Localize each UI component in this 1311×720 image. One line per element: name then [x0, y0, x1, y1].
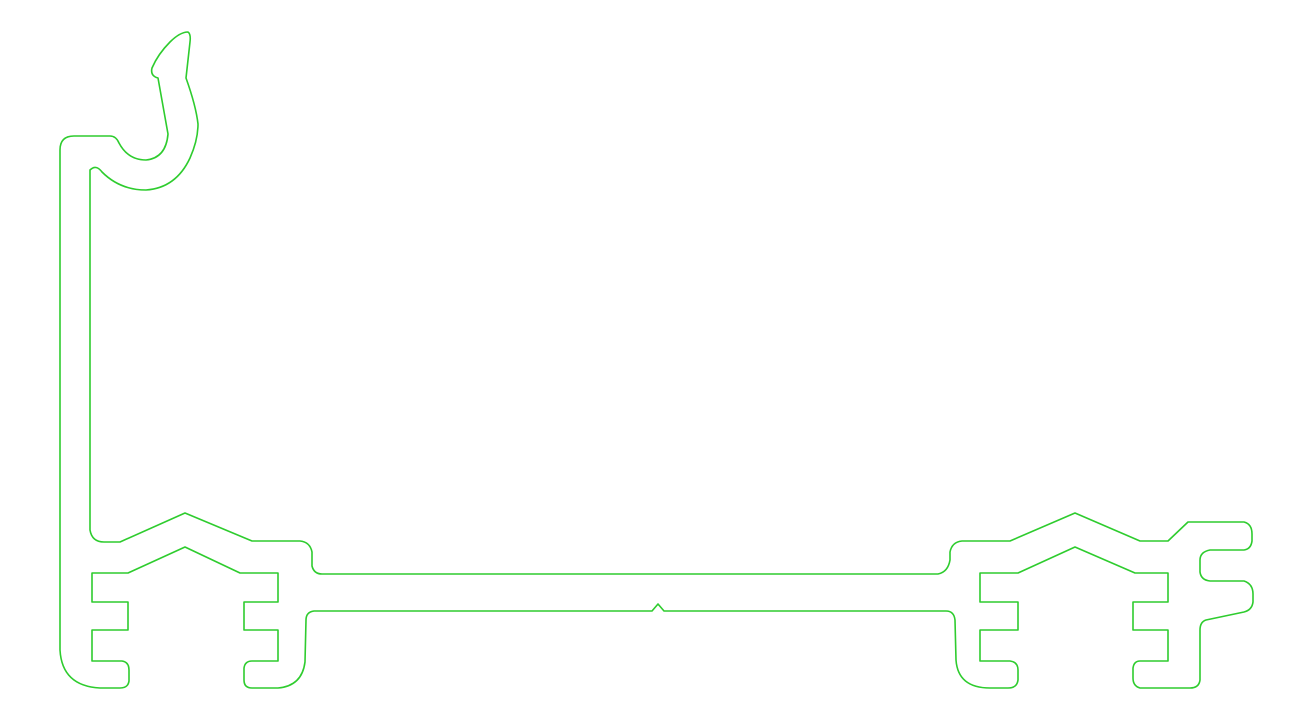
profile-outer-contour: [59, 31, 1254, 689]
